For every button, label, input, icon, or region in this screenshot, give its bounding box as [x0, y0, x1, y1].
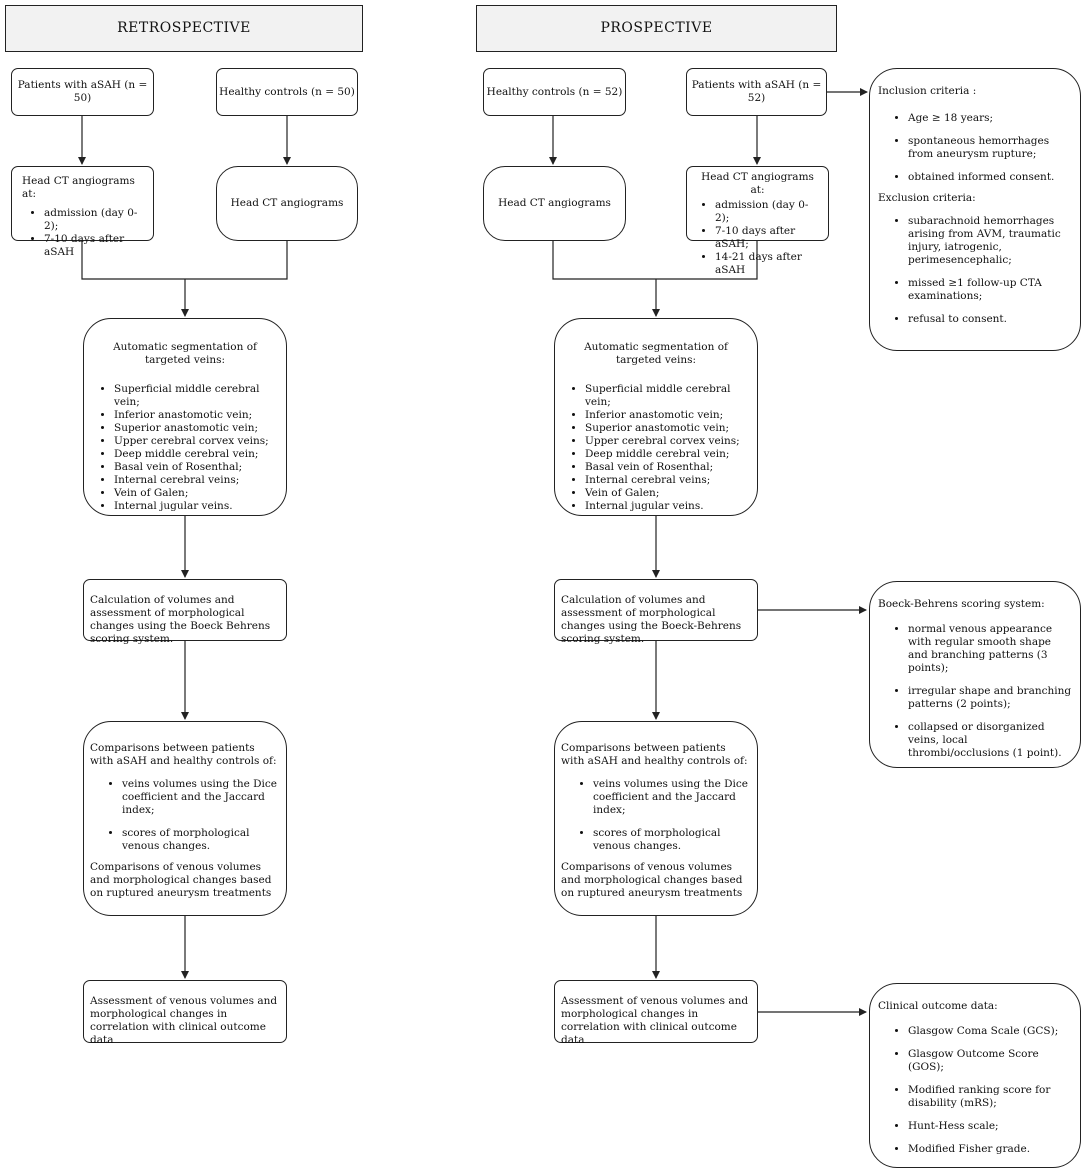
pro-comp-list: veins volumes using the Dice coefficient… — [561, 778, 751, 853]
retro-comparisons-box: Comparisons between patients with aSAH a… — [83, 721, 287, 916]
retro-ct-list: admission (day 0-2); 7-10 days after aSA… — [22, 207, 143, 259]
list-item: Age ≥ 18 years; — [908, 112, 1072, 125]
list-item: Superficial middle cerebral vein; — [114, 383, 276, 409]
retro-segmentation-box: Automatic segmentation of targeted veins… — [83, 318, 287, 516]
pro-comp-footer: Comparisons of venous volumes and morpho… — [561, 861, 743, 899]
retro-seg-list: Superficial middle cerebral vein; Inferi… — [94, 383, 276, 513]
retro-calculation-box: Calculation of volumes and assessment of… — [83, 579, 287, 645]
boeck-title: Boeck-Behrens scoring system: — [878, 598, 1045, 610]
list-item: collapsed or disorganized veins, local t… — [908, 721, 1072, 760]
pro-calculation-box: Calculation of volumes and assessment of… — [554, 579, 758, 645]
pro-seg-list: Superficial middle cerebral vein; Inferi… — [565, 383, 747, 513]
exclusion-list: subarachnoid hemorrhages arising from AV… — [878, 215, 1072, 326]
pro-comparisons-box: Comparisons between patients with aSAH a… — [554, 721, 758, 916]
list-item: veins volumes using the Dice coefficient… — [593, 778, 751, 817]
retro-assessment-box: Assessment of venous volumes and morphol… — [83, 980, 287, 1046]
pro-segmentation-box: Automatic segmentation of targeted veins… — [554, 318, 758, 516]
list-item: 7-10 days after aSAH; — [715, 225, 822, 251]
pro-ct-list: admission (day 0-2); 7-10 days after aSA… — [693, 199, 822, 277]
retro-controls-ct-box: Head CT angiograms — [216, 166, 358, 241]
list-item: refusal to consent. — [908, 313, 1072, 326]
list-item: Superficial middle cerebral vein; — [585, 383, 747, 409]
pro-ct-box: Head CT angiograms at: admission (day 0-… — [686, 166, 829, 276]
list-item: admission (day 0-2); — [44, 207, 143, 233]
retro-comp-list: veins volumes using the Dice coefficient… — [90, 778, 280, 853]
list-item: admission (day 0-2); — [715, 199, 822, 225]
list-item: Internal jugular veins. — [114, 500, 276, 513]
outcome-list: Glasgow Coma Scale (GCS); Glasgow Outcom… — [878, 1025, 1072, 1156]
list-item: Basal vein of Rosenthal; — [585, 461, 747, 474]
outcome-title: Clinical outcome data: — [878, 1000, 998, 1012]
list-item: Vein of Galen; — [114, 487, 276, 500]
list-item: Vein of Galen; — [585, 487, 747, 500]
list-item: Deep middle cerebral vein; — [585, 448, 747, 461]
list-item: Basal vein of Rosenthal; — [114, 461, 276, 474]
retro-controls-box: Healthy controls (n = 50) — [216, 68, 358, 116]
pro-controls-box: Healthy controls (n = 52) — [483, 68, 626, 116]
list-item: Internal cerebral veins; — [585, 474, 747, 487]
retro-comp-footer: Comparisons of venous volumes and morpho… — [90, 861, 272, 899]
inclusion-list: Age ≥ 18 years; spontaneous hemorrhages … — [878, 112, 1072, 184]
inclusion-title: Inclusion criteria : — [878, 85, 977, 97]
edge-pro-merge — [552, 241, 758, 280]
list-item: 14-21 days after aSAH — [715, 251, 822, 277]
clinical-outcome-box: Clinical outcome data: Glasgow Coma Scal… — [869, 983, 1081, 1168]
list-item: missed ≥1 follow-up CTA examinations; — [908, 277, 1072, 303]
exclusion-title: Exclusion criteria: — [878, 192, 976, 204]
retrospective-header: RETROSPECTIVE — [5, 5, 363, 52]
retro-patients-box: Patients with aSAH (n = 50) — [11, 68, 154, 116]
retro-ct-title: Head CT angiograms at: — [22, 175, 135, 200]
pro-patients-box: Patients with aSAH (n = 52) — [686, 68, 827, 116]
list-item: Upper cerebral corvex veins; — [114, 435, 276, 448]
list-item: Hunt-Hess scale; — [908, 1120, 1072, 1133]
boeck-behrens-box: Boeck-Behrens scoring system: normal ven… — [869, 581, 1081, 768]
list-item: normal venous appearance with regular sm… — [908, 623, 1072, 675]
list-item: Modified Fisher grade. — [908, 1143, 1072, 1156]
list-item: 7-10 days after aSAH — [44, 233, 143, 259]
list-item: scores of morphological venous changes. — [593, 827, 751, 853]
pro-assessment-box: Assessment of venous volumes and morphol… — [554, 980, 758, 1046]
criteria-box: Inclusion criteria : Age ≥ 18 years; spo… — [869, 68, 1081, 351]
list-item: Inferior anastomotic vein; — [114, 409, 276, 422]
list-item: Superior anastomotic vein; — [114, 422, 276, 435]
boeck-list: normal venous appearance with regular sm… — [878, 623, 1072, 760]
list-item: irregular shape and branching patterns (… — [908, 685, 1072, 711]
pro-seg-title: Automatic segmentation of targeted veins… — [584, 341, 728, 366]
list-item: Deep middle cerebral vein; — [114, 448, 276, 461]
list-item: Modified ranking score for disability (m… — [908, 1084, 1072, 1110]
prospective-header: PROSPECTIVE — [476, 5, 837, 52]
pro-ct-title: Head CT angiograms at: — [701, 171, 814, 196]
list-item: Inferior anastomotic vein; — [585, 409, 747, 422]
list-item: Upper cerebral corvex veins; — [585, 435, 747, 448]
list-item: scores of morphological venous changes. — [122, 827, 280, 853]
pro-comp-title: Comparisons between patients with aSAH a… — [561, 742, 748, 767]
retro-ct-box: Head CT angiograms at: admission (day 0-… — [11, 166, 154, 258]
list-item: Glasgow Coma Scale (GCS); — [908, 1025, 1072, 1038]
retro-seg-title: Automatic segmentation of targeted veins… — [113, 341, 257, 366]
pro-controls-ct-box: Head CT angiograms — [483, 166, 626, 241]
list-item: Glasgow Outcome Score (GOS); — [908, 1048, 1072, 1074]
retro-comp-title: Comparisons between patients with aSAH a… — [90, 742, 277, 767]
list-item: obtained informed consent. — [908, 171, 1072, 184]
list-item: spontaneous hemorrhages from aneurysm ru… — [908, 135, 1072, 161]
list-item: Internal jugular veins. — [585, 500, 747, 513]
list-item: subarachnoid hemorrhages arising from AV… — [908, 215, 1072, 267]
list-item: Superior anastomotic vein; — [585, 422, 747, 435]
list-item: veins volumes using the Dice coefficient… — [122, 778, 280, 817]
list-item: Internal cerebral veins; — [114, 474, 276, 487]
